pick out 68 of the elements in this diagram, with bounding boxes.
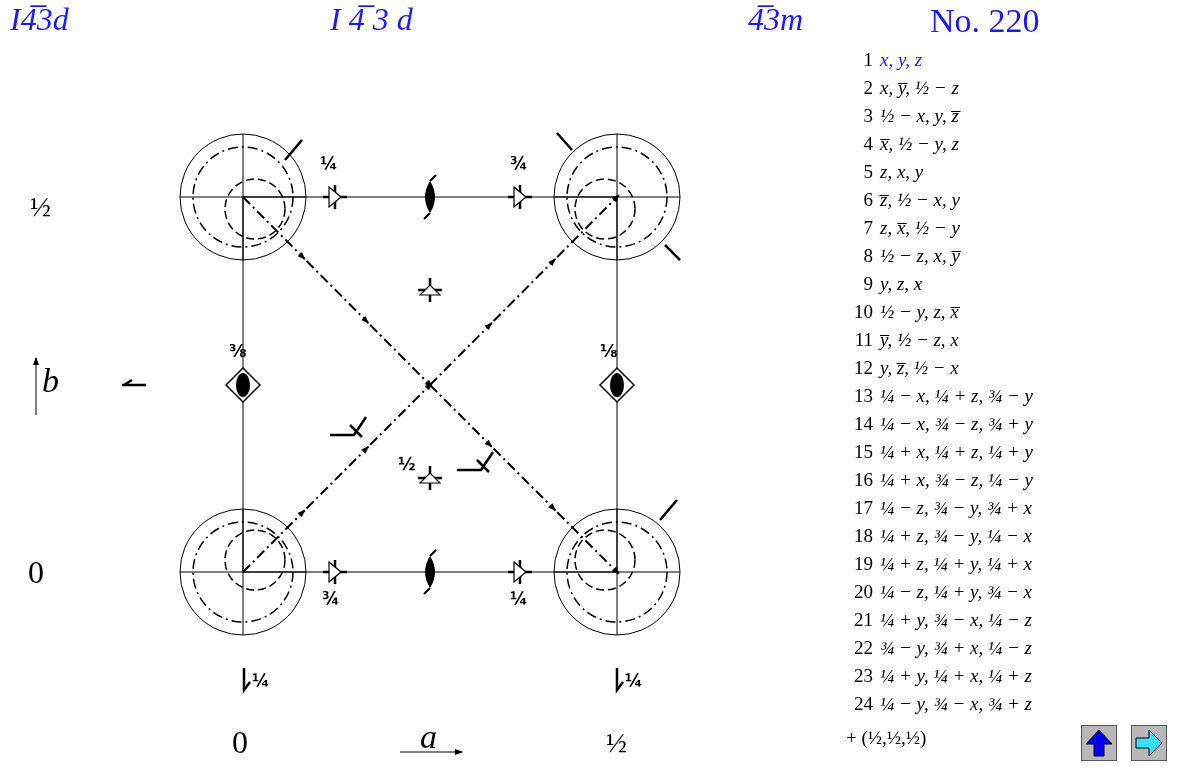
- coordinate-triplet: ¼ − z, ¼ + y, ¾ − x: [880, 582, 1032, 603]
- coordinate-label: 0: [28, 555, 44, 591]
- coordinate-triplet: ¼ − x, ¼ + z, ¾ − y: [880, 386, 1033, 407]
- operation-number: 5: [863, 162, 873, 183]
- height-label: ½: [398, 455, 416, 474]
- coordinate-triplet: ½ − x, y, z̅: [880, 106, 959, 127]
- coordinate-label: ½: [30, 192, 51, 223]
- operation-number: 1: [863, 50, 873, 71]
- operation-number: 21: [854, 610, 873, 631]
- coordinate-triplet: y̅, ½ − z, x: [880, 330, 959, 351]
- operation-number: 18: [854, 526, 873, 547]
- operation-number: 14: [854, 414, 873, 435]
- operation-number: 16: [854, 470, 873, 491]
- coordinate-triplet: ¼ + y, ¼ + x, ¼ + z: [880, 666, 1032, 687]
- operation-number: 23: [854, 666, 873, 687]
- axis-label: a: [420, 718, 437, 756]
- coordinate-triplet: x̅, ½ − y, z: [880, 134, 959, 155]
- coordinate-triplet: y, z̅, ½ − x: [880, 358, 959, 379]
- height-label: ¼: [510, 590, 528, 609]
- centering-translation: + (½,½,½): [846, 728, 927, 749]
- operation-number: 2: [863, 78, 873, 99]
- operation-number: 9: [863, 274, 873, 295]
- operation-number: 17: [854, 498, 873, 519]
- symbol-heading: 4̅3m: [748, 2, 804, 38]
- operation-number: 6: [863, 190, 873, 211]
- coordinate-triplet: ¼ + z, ¼ + y, ¼ + x: [880, 554, 1032, 575]
- operation-number: 3: [863, 106, 873, 127]
- coordinate-triplet: z, x, y: [880, 162, 924, 183]
- operation-number: 12: [854, 358, 873, 379]
- coordinate-triplet: ¼ + z, ¾ − y, ¼ − x: [880, 526, 1032, 547]
- coordinate-triplet: z, x̅, ½ − y: [880, 218, 960, 239]
- coordinate-triplet: ¼ + x, ¼ + z, ¼ + y: [880, 442, 1033, 463]
- operation-number: 10: [854, 302, 873, 323]
- operation-number: 20: [854, 582, 873, 603]
- operation-number: 13: [854, 386, 873, 407]
- symbol-heading: I4̅3d: [10, 2, 69, 38]
- coordinate-triplet: ¾ − y, ¾ + x, ¼ − z: [880, 638, 1032, 659]
- operation-number: 8: [863, 246, 873, 267]
- coordinate-triplet: ¼ + y, ¾ − x, ¼ − z: [880, 610, 1032, 631]
- axis-label: b: [42, 362, 59, 400]
- height-label: ⅛: [600, 342, 618, 361]
- coordinate-triplet: z̅, ½ − x, y: [880, 190, 960, 211]
- height-label: ¾: [510, 155, 528, 174]
- operation-number: 4: [863, 134, 873, 155]
- height-label: ¼: [252, 672, 270, 691]
- height-label: ⅜: [229, 342, 247, 361]
- operation-number: 22: [854, 638, 873, 659]
- coordinate-triplet: ¼ − y, ¾ − x, ¾ + z: [880, 694, 1032, 715]
- operation-number: 24: [854, 694, 873, 715]
- coordinate-triplet: ½ − y, z, x̅: [880, 302, 959, 323]
- coordinate-triplet: x, y̅, ½ − z: [880, 78, 959, 99]
- coordinate-triplet: ¼ − x, ¾ − z, ¾ + y: [880, 414, 1033, 435]
- operation-number: 11: [854, 330, 873, 351]
- coordinate-triplet: ½ − z, x, y̅: [880, 246, 960, 267]
- coordinate-triplet: y, z, x: [880, 274, 923, 295]
- coordinate-label: ½: [606, 728, 627, 759]
- coordinate-triplet: ¼ − z, ¾ − y, ¾ + x: [880, 498, 1032, 519]
- operation-number: 19: [854, 554, 873, 575]
- coordinate-label: 0: [232, 725, 248, 761]
- group-number: No. 220: [930, 2, 1040, 40]
- coordinate-triplet: x, y, z: [880, 50, 923, 71]
- coordinate-triplet: ¼ + x, ¾ − z, ¼ − y: [880, 470, 1033, 491]
- height-label: ¼: [625, 672, 643, 691]
- operation-number: 15: [854, 442, 873, 463]
- height-label: ¾: [322, 590, 340, 609]
- height-label: ¼: [320, 155, 338, 174]
- operation-number: 7: [863, 218, 873, 239]
- symbol-heading: I 4̅ 3 d: [330, 2, 413, 38]
